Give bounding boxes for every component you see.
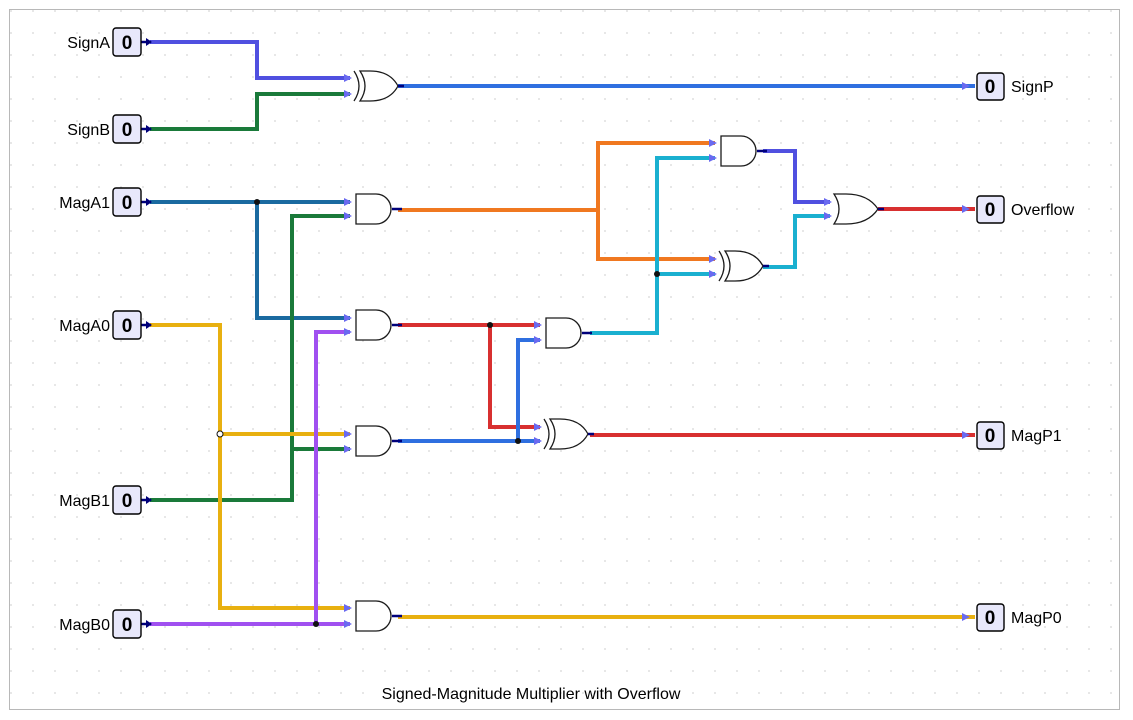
wire-a1b1-out[interactable]: [398, 141, 715, 212]
xor-gate-sign[interactable]: [353, 70, 399, 102]
wire-a1b1-branch[interactable]: [596, 210, 715, 261]
input-pin-value: 0: [122, 491, 133, 512]
gate-output-stubs: [392, 84, 884, 618]
output-pin-box: [976, 195, 1005, 224]
output-pin-value: 0: [985, 608, 996, 629]
input-pin-value: 0: [122, 33, 133, 54]
xor-gate-p1[interactable]: [543, 418, 589, 450]
output-pin-box: [976, 603, 1005, 632]
junction-dot: [216, 430, 224, 438]
input-pin-box[interactable]: [112, 114, 142, 144]
wire-maga0[interactable]: [150, 323, 350, 610]
input-pin-maga0[interactable]: MagA0 0: [59, 310, 152, 340]
input-pin-box[interactable]: [112, 187, 142, 217]
input-pin-label: MagA1: [59, 195, 110, 212]
output-pin-value: 0: [985, 77, 996, 98]
input-pin-magb1[interactable]: MagB1 0: [59, 485, 152, 515]
junction-dot: [654, 271, 660, 277]
input-pin-box[interactable]: [112, 609, 142, 639]
wire-a1b0-branch[interactable]: [488, 325, 540, 429]
junction-dot: [254, 199, 260, 205]
wires: [150, 40, 975, 626]
and-gate-ovf[interactable]: [720, 135, 757, 167]
output-pin-box: [976, 421, 1005, 450]
input-pin-value: 0: [122, 120, 133, 141]
and-gate-carry[interactable]: [545, 317, 582, 349]
input-pin-value: 0: [122, 615, 133, 636]
and-gate-a0b1[interactable]: [355, 425, 392, 457]
output-pin-value: 0: [985, 426, 996, 447]
input-pin-magb0[interactable]: MagB0 0: [59, 609, 152, 639]
grid-dots: [10, 10, 1119, 709]
gate-input-arrows: [344, 74, 970, 628]
output-pin-label: MagP0: [1011, 610, 1062, 627]
output-pin-box: [976, 72, 1005, 101]
or-gate-ovf[interactable]: [832, 193, 879, 225]
output-pin-magp1: 0 MagP1: [976, 421, 1062, 450]
gates: [353, 70, 879, 632]
input-pin-signb[interactable]: SignB 0: [67, 114, 152, 144]
input-pin-signa[interactable]: SignA 0: [67, 27, 152, 57]
input-pin-value: 0: [122, 193, 133, 214]
junction-dot: [313, 621, 319, 627]
and-gate-a0b0[interactable]: [355, 600, 392, 632]
output-pin-label: MagP1: [1011, 428, 1062, 445]
input-pin-maga1[interactable]: MagA1 0: [59, 187, 152, 217]
output-pin-label: SignP: [1011, 79, 1054, 96]
input-pin-label: SignB: [67, 122, 110, 139]
input-pin-value: 0: [122, 316, 133, 337]
xor-gate-ovf[interactable]: [718, 250, 764, 282]
input-pin-box[interactable]: [112, 310, 142, 340]
input-pin-label: SignA: [67, 35, 110, 52]
input-pin-label: MagA0: [59, 318, 110, 335]
junction-dot: [487, 322, 493, 328]
wire-andovf-out[interactable]: [763, 149, 830, 204]
output-pin-value: 0: [985, 200, 996, 221]
and-gate-a1b1[interactable]: [355, 193, 392, 225]
output-pin-label: Overflow: [1011, 202, 1075, 219]
output-pin-overflow: 0 Overflow: [976, 195, 1075, 224]
wire-xorovf-out[interactable]: [763, 214, 830, 269]
input-pin-label: MagB1: [59, 493, 110, 510]
input-pin-box[interactable]: [112, 485, 142, 515]
junction-dot: [515, 438, 521, 444]
wire-signb[interactable]: [150, 92, 350, 131]
wire-carry-out[interactable]: [590, 156, 715, 335]
wire-signa[interactable]: [150, 40, 350, 80]
wire-a0b1-branch[interactable]: [516, 338, 540, 441]
output-pin-magp0: 0 MagP0: [976, 603, 1062, 632]
wire-maga1-branch[interactable]: [255, 202, 350, 320]
and-gate-a1b0[interactable]: [355, 309, 392, 341]
circuit-caption: Signed-Magnitude Multiplier with Overflo…: [382, 686, 681, 703]
input-pin-box[interactable]: [112, 27, 142, 57]
input-pin-label: MagB0: [59, 617, 110, 634]
junctions: [216, 199, 660, 627]
output-pin-signp: 0 SignP: [976, 72, 1054, 101]
wire-magb0-branch[interactable]: [314, 330, 350, 624]
